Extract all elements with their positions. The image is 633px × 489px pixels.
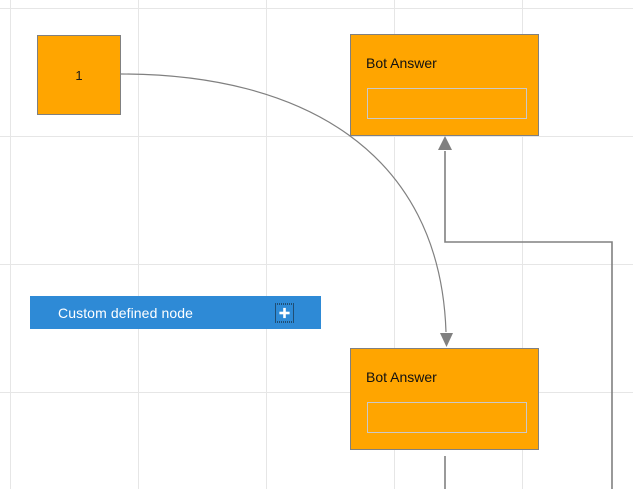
node-start-label: 1	[75, 67, 83, 83]
node-bot-answer-2-message-slot[interactable]	[367, 402, 527, 433]
plus-icon[interactable]	[275, 303, 294, 322]
custom-defined-node-label: Custom defined node	[58, 304, 193, 321]
edge-start-to-bot-answer-2[interactable]	[120, 73, 453, 347]
node-bot-answer-2-title: Bot Answer	[366, 369, 437, 385]
node-bot-answer-1-message-slot[interactable]	[367, 88, 527, 119]
node-start[interactable]: 1	[37, 35, 121, 115]
custom-defined-node-bar[interactable]: Custom defined node	[30, 296, 321, 329]
node-bot-answer-1-title: Bot Answer	[366, 55, 437, 71]
edge-loopback-to-bot-answer-1[interactable]	[438, 136, 613, 489]
node-bot-answer-2[interactable]: Bot Answer	[350, 348, 539, 450]
node-bot-answer-1[interactable]: Bot Answer	[350, 34, 539, 136]
